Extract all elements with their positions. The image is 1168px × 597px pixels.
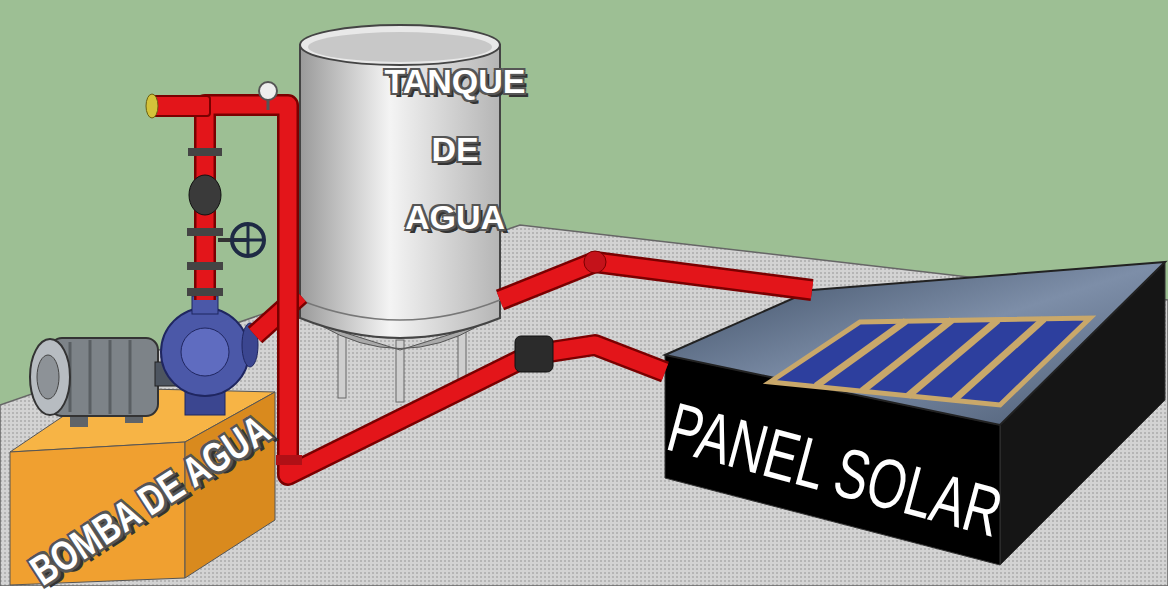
pipe-flange xyxy=(187,288,223,296)
tank-seam xyxy=(300,300,500,320)
absorber-strip xyxy=(908,320,998,396)
elbow-ring xyxy=(276,455,302,465)
pump-node: BOMBA DE AGUA xyxy=(10,300,255,585)
bottom-strip xyxy=(0,586,1168,597)
motor-cap xyxy=(37,355,59,399)
valve-body xyxy=(189,175,221,215)
pipe-body xyxy=(500,262,812,300)
motor-fin xyxy=(109,340,112,414)
tank-leg xyxy=(338,328,346,398)
motor-fin xyxy=(89,340,92,414)
panel-node: PANEL SOLAR xyxy=(665,290,1165,565)
pipe-flange xyxy=(187,228,223,236)
absorber-strip xyxy=(816,321,906,386)
check-valve xyxy=(515,336,553,372)
pressure-gauge xyxy=(259,82,277,100)
absorber-strip xyxy=(862,320,952,391)
motor-fin xyxy=(129,340,132,414)
pipe xyxy=(500,262,812,300)
tank-label: TANQUE DE AGUA xyxy=(380,47,530,251)
pipe-outline xyxy=(500,262,812,300)
handwheel xyxy=(232,224,264,256)
absorber-strip xyxy=(954,319,1044,400)
pump-impeller-cover xyxy=(181,328,229,376)
pump-label: BOMBA DE AGUA xyxy=(22,406,278,595)
elbow-joint xyxy=(584,251,606,273)
stub-cap xyxy=(146,94,158,118)
motor-end xyxy=(30,339,70,415)
pipe-stub xyxy=(150,96,210,116)
pipe-flange xyxy=(187,262,223,270)
floor xyxy=(0,225,1168,586)
pump-volute xyxy=(161,308,249,396)
tank-rim xyxy=(300,25,500,65)
absorber-plate xyxy=(770,318,1090,405)
handwheel-spoke xyxy=(247,224,250,256)
pipe-flange xyxy=(188,148,222,156)
tank-opening xyxy=(308,32,492,62)
panel-label: PANEL SOLAR xyxy=(660,388,1010,552)
tank-node: TANQUE DE AGUA xyxy=(300,22,500,332)
